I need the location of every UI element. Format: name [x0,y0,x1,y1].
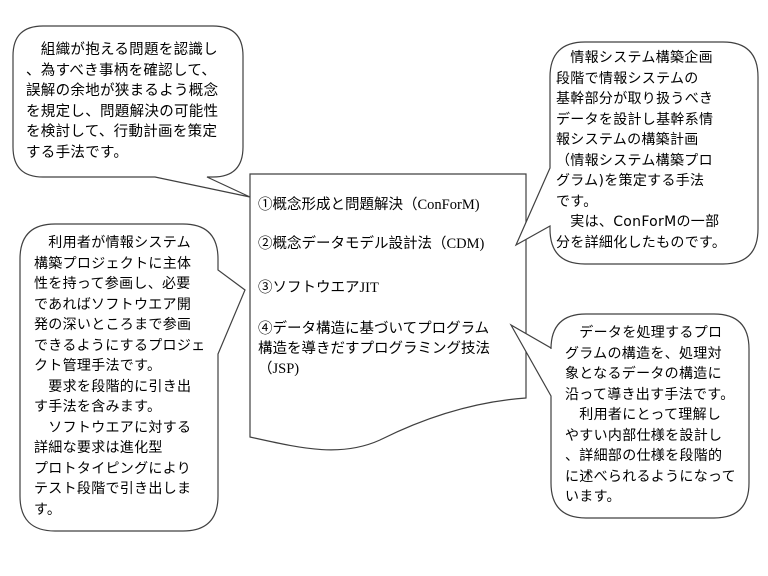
item-jsp-line: 構造を導きだすプログラミング技法 [258,341,490,357]
callout-jsp-bubble [509,313,750,519]
text-line: います。 [565,489,621,505]
text-line: データを設計し基幹系情 [556,111,714,128]
text-line: 段階で情報システムの [556,70,699,87]
text-line: プロトタイピングにより [34,460,192,477]
text-line: 利用者が情報システム [34,235,191,251]
text-line: テスト段階で引き出しま [34,481,192,497]
text-line: グラム)を策定する手法 [556,173,705,189]
text-line: 利用者にとって理解し [565,407,722,423]
text-line: 実は、ConForMの一部 [556,214,720,230]
callout-conform-bubble [12,25,251,198]
text-line: 報システムの構築計画 [556,132,699,148]
document-shape [249,173,527,451]
text-line: 誤解の余地が狭まるよう概念 [26,83,219,99]
text-line: を規定し、問題解決の可能性 [26,103,219,120]
text-line: す手法を含みます。 [34,399,162,415]
item-jit: ③ソフトウエアJIT [258,280,379,296]
text-line: す。 [34,501,62,518]
text-line: ソフトウエアに対する [34,419,192,436]
callout-jsp-text: データを処理するプロ グラムの構造を、処理対 象となるデータの構造に 沿って導き… [565,323,736,508]
text-line: 象となるデータの構造に [565,366,722,382]
text-line: を検討して、行動計画を策定 [26,124,218,140]
item-jsp-line: ④データ構造に基づいてプログラム [258,321,490,337]
text-line: グラムの構造を、処理対 [565,345,722,362]
text-line: 要求を段階的に引き出 [34,378,192,395]
text-line: 構築プロジェクトに主体 [34,255,192,272]
text-line: （情報システム構築プロ [556,152,713,169]
text-line: できるようにするプロジェ [34,337,206,354]
text-line: する手法です。 [26,144,129,161]
text-line: 、為すべき事柄を確認して、 [26,62,217,79]
callout-jit-bubble [19,223,246,532]
text-line: 情報システム構築企画 [556,50,713,66]
text-line: 分を詳細化したものです。 [556,234,727,251]
item-jsp: ④データ構造に基づいてプログラム構造を導きだすプログラミング技法 （JSP) [258,319,490,379]
callout-cdm-text: 情報システム構築企画 段階で情報システムの 基幹部分が取り扱うべき データを設計… [556,48,726,253]
text-line: であればソフトウエア開 [34,296,192,313]
callout-cdm-bubble [514,41,759,265]
text-line: クト管理手法です。 [34,358,162,374]
text-line: 沿って導き出す手法です。 [565,386,735,403]
text-line: 組織が抱える問題を認識し [26,42,218,58]
text-line: 、詳細部の仕様を段階的 [565,448,723,464]
text-line: 詳細な要求は進化型 [34,440,163,456]
text-line: です。 [556,193,598,210]
text-line: データを処理するプロ [565,325,723,341]
text-line: 発の深いところまで参画 [34,317,192,333]
callout-conform-text: 組織が抱える問題を認識し 、為すべき事柄を確認して、 誤解の余地が狭まるよう概念… [26,40,218,163]
item-jsp-line: （JSP) [258,361,300,377]
text-line: 基幹部分が取り扱うべき [556,91,714,107]
item-cdm: ②概念データモデル設計法（CDM) [258,236,485,252]
item-conform: ①概念形成と問題解決（ConForM) [258,197,480,213]
text-line: やすい内部仕様を設計し [565,427,723,444]
text-line: に述べられるようになって [565,468,736,485]
text-line: 性を持って参画し、必要 [34,276,191,292]
callout-jit-text: 利用者が情報システム 構築プロジェクトに主体 性を持って参画し、必要 であればソ… [34,233,205,520]
